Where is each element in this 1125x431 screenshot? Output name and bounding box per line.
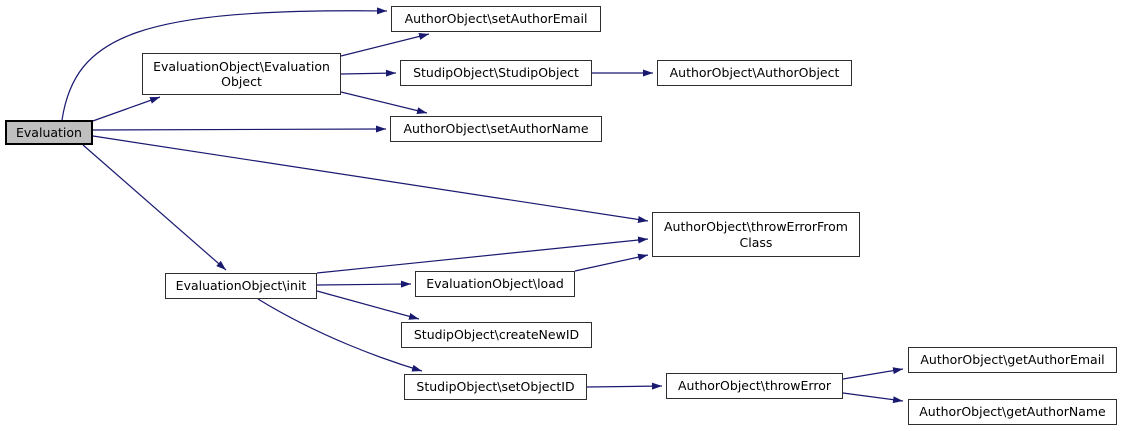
node-evaluationobject-evaluationobject[interactable]: EvaluationObject\Evaluation Object xyxy=(142,53,341,95)
edge-setobjectid-to-throwerror xyxy=(586,382,663,390)
edge-evaluation-to-init xyxy=(82,144,227,271)
node-evaluationobject-init[interactable]: EvaluationObject\init xyxy=(165,273,317,299)
edge-evaluationobject-to-setauthorname xyxy=(340,91,428,115)
node-studipobject-setobjectid[interactable]: StudipObject\setObjectID xyxy=(404,374,587,400)
edge-evaluation-to-throwerrorfromclass xyxy=(92,135,649,223)
edge-init-to-load xyxy=(316,280,412,288)
edge-evaluationobject-to-studipobject xyxy=(340,69,397,77)
node-authorobject-throwerror[interactable]: AuthorObject\throwError xyxy=(666,373,843,399)
node-authorobject-getauthoremail[interactable]: AuthorObject\getAuthorEmail xyxy=(908,347,1117,373)
edge-throwerror-to-getauthorname xyxy=(842,392,904,404)
node-authorobject-authorobject[interactable]: AuthorObject\AuthorObject xyxy=(657,60,852,86)
node-evaluation[interactable]: Evaluation xyxy=(5,120,93,145)
node-studipobject-createnewid[interactable]: StudipObject\createNewID xyxy=(401,322,592,348)
edge-evaluation-to-setauthorname xyxy=(92,125,387,133)
node-authorobject-throwerrorfromclass[interactable]: AuthorObject\throwErrorFrom Class xyxy=(652,212,860,257)
node-authorobject-getauthorname[interactable]: AuthorObject\getAuthorName xyxy=(908,399,1117,425)
edge-init-to-throwerrorfromclass xyxy=(316,236,649,274)
edge-init-to-setobjectid xyxy=(257,298,423,372)
node-studipobject-studipobject[interactable]: StudipObject\StudipObject xyxy=(400,60,592,86)
edge-throwerror-to-getauthoremail xyxy=(842,367,904,380)
node-authorobject-setauthoremail[interactable]: AuthorObject\setAuthorEmail xyxy=(391,6,601,32)
node-evaluationobject-load[interactable]: EvaluationObject\load xyxy=(415,271,575,297)
edge-evaluationobject-to-setauthoremail xyxy=(340,33,430,57)
node-authorobject-setauthorname[interactable]: AuthorObject\setAuthorName xyxy=(390,116,602,142)
edge-evaluation-to-setauthoremail xyxy=(61,7,388,121)
edge-load-to-throwerrorfromclass xyxy=(574,253,649,272)
edge-init-to-createnewid xyxy=(316,290,420,320)
edge-evaluation-to-evaluationobject xyxy=(89,96,161,123)
